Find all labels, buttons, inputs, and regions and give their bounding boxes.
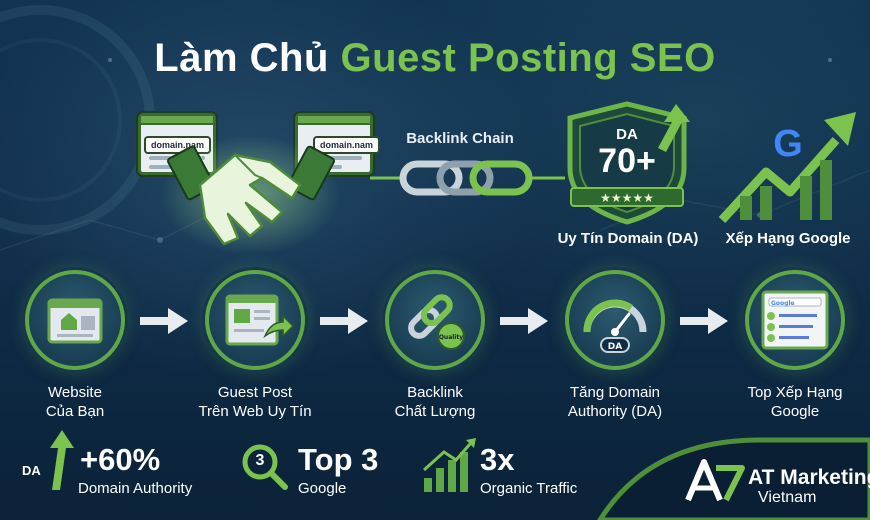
svg-text:★★★★★: ★★★★★: [600, 191, 654, 205]
step-domain-authority-gauge-icon: DA: [565, 270, 665, 370]
stat-traffic-value: 3x: [480, 442, 515, 477]
title-part-white: Làm Chủ: [154, 36, 329, 80]
badge-caption: Uy Tín Domain (DA): [557, 230, 699, 247]
flow-arrow-icon: [140, 308, 188, 334]
step-website-icon: [25, 270, 125, 370]
google-caption: Xếp Hạng Google: [725, 230, 851, 247]
step-backlink-quality-icon: Quality: [385, 270, 485, 370]
stat-top3-icon-label: 3: [255, 452, 265, 469]
magnifier-icon: [242, 444, 278, 480]
stat-da-icon-label: DA: [22, 463, 41, 478]
da-up-arrow-icon: [50, 430, 74, 490]
stat-da-label: Domain Authority: [78, 480, 193, 497]
search-box-text: Google: [771, 300, 795, 307]
gauge-da-text: DA: [608, 342, 622, 352]
google-logo-icon: G: [773, 123, 803, 165]
step-guest-post-icon: [205, 270, 305, 370]
step-top-google-icon: Google: [745, 270, 845, 370]
badge-da-value: 70+: [598, 142, 656, 180]
brand-name: AT Marketing: [748, 466, 870, 489]
title-part-green: Guest Posting SEO: [340, 36, 716, 80]
domain-label-right: domain.nam: [313, 136, 381, 154]
stat-top3-value: Top 3: [298, 442, 379, 477]
quality-seal-text: Quality: [439, 334, 463, 341]
flow-arrow-icon: [500, 308, 548, 334]
page-title: Làm Chủ Guest Posting SEO: [0, 36, 870, 81]
badge-da-label: DA: [616, 126, 638, 143]
brand-subtitle: Vietnam: [758, 489, 817, 506]
backlink-chain-label: Backlink Chain: [406, 130, 514, 147]
stat-da-value: +60%: [80, 442, 161, 477]
stat-traffic-label: Organic Traffic: [480, 480, 578, 497]
flow-arrow-icon: [320, 308, 368, 334]
stat-top3-label: Google: [298, 480, 347, 497]
flow-arrow-icon: [680, 308, 728, 334]
